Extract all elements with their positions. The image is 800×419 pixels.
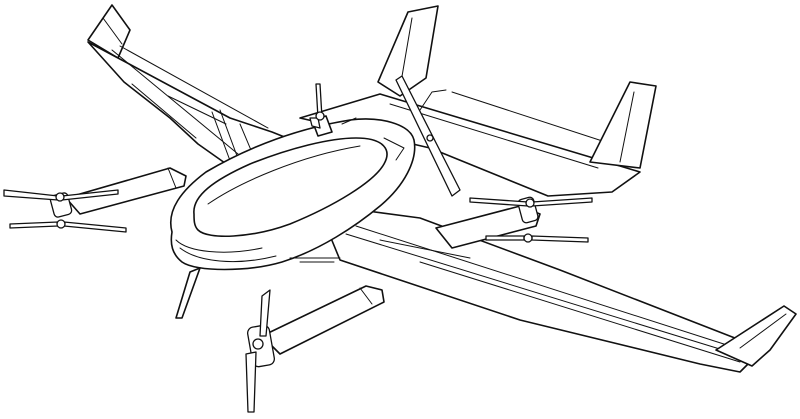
rotor-rear-center [309, 83, 333, 137]
canopy [193, 137, 388, 238]
rotor-left-rear [9, 219, 127, 233]
rotor-front-lower [245, 289, 271, 413]
rotor-blade-upper [395, 75, 461, 197]
rotor-right-front [469, 197, 593, 208]
right-wing [325, 209, 797, 373]
rotor-left-front [3, 189, 119, 202]
rotor-right-rear [485, 233, 589, 243]
right-rear-fin [589, 81, 657, 169]
fuselage [169, 117, 416, 271]
left-wing [87, 4, 293, 169]
rear-vertical-fin [377, 5, 439, 97]
rear-fin-assembly [299, 5, 641, 197]
tail-strut [175, 267, 201, 319]
right-vertical-fin [589, 81, 657, 169]
